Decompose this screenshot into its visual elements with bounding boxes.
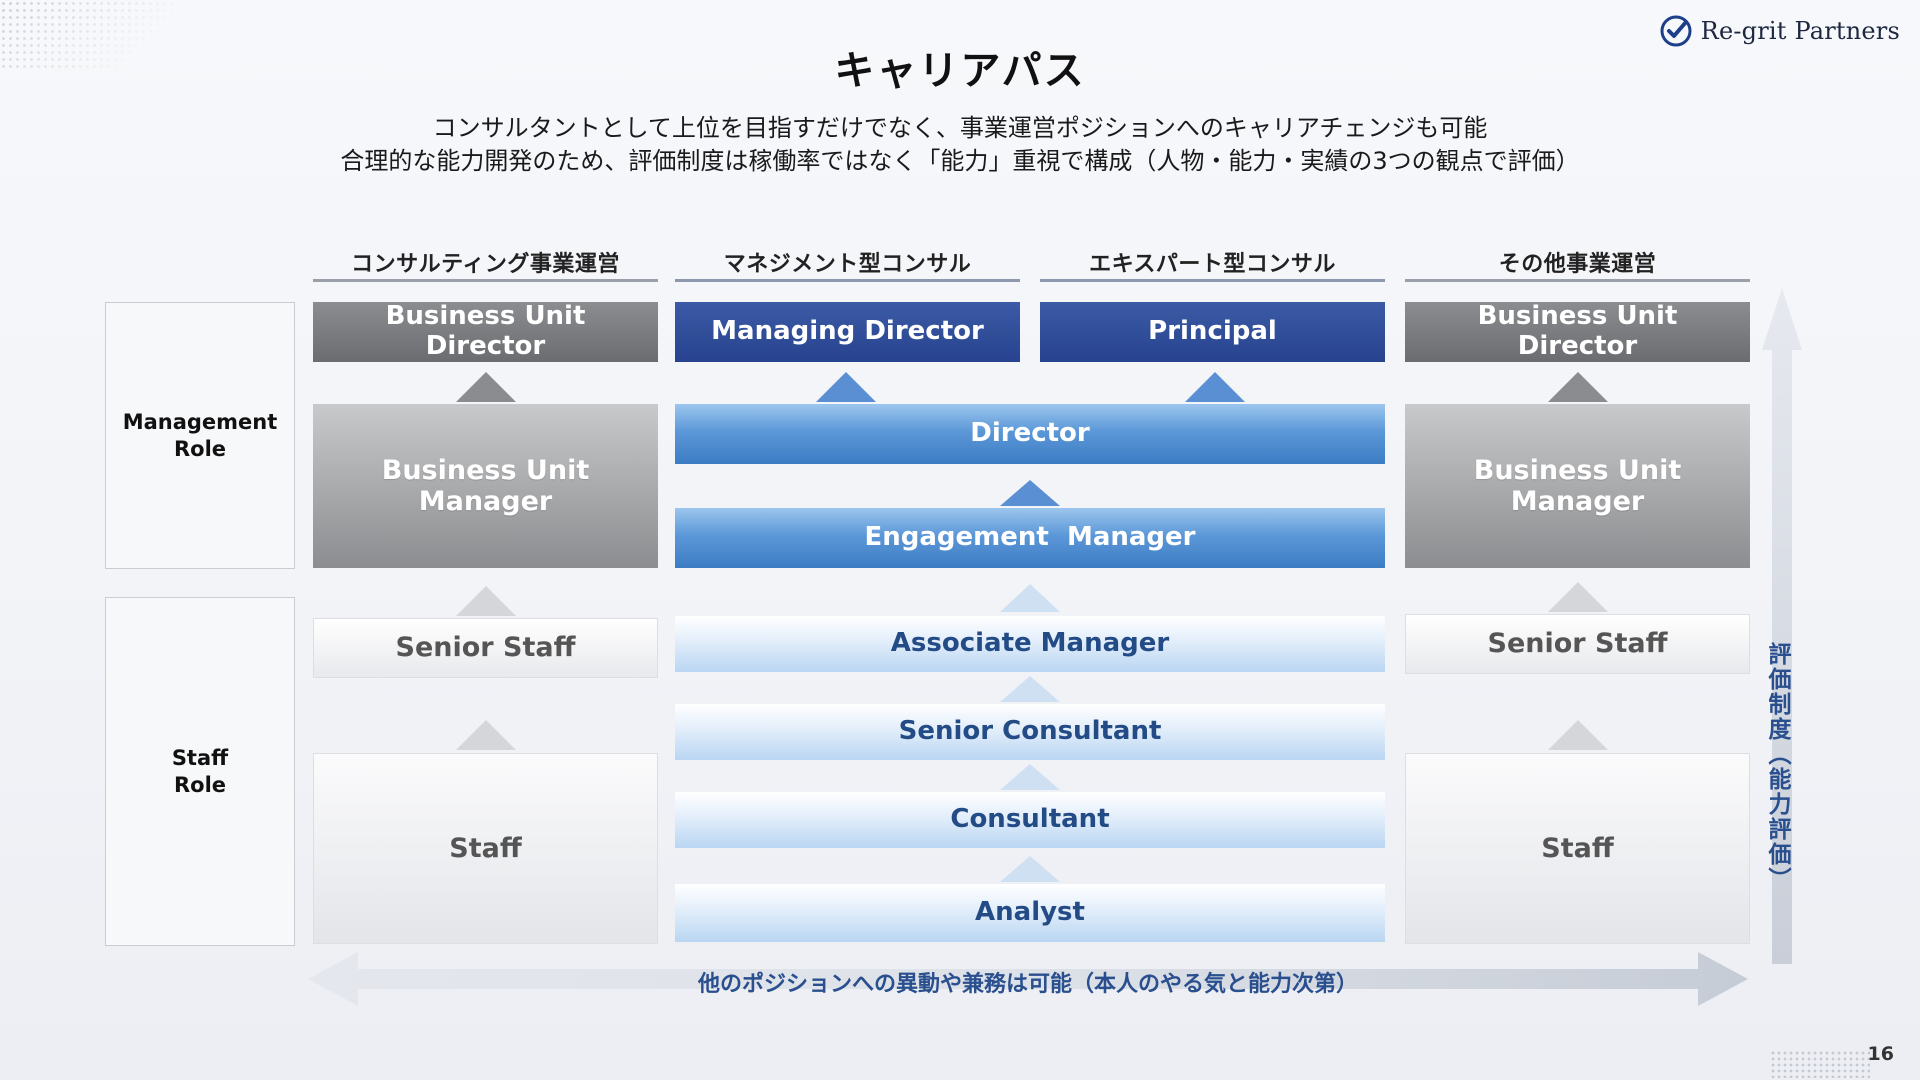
business-unit-manager-right: Business Unit Manager xyxy=(1405,404,1750,568)
vertical-up-arrow xyxy=(1762,288,1802,964)
column-heading-consulting-ops: コンサルティング事業運営 xyxy=(313,246,658,282)
evaluation-axis-label: 評価制度（能力評価） xyxy=(1764,642,1790,892)
director: Director xyxy=(675,404,1385,464)
consultant: Consultant xyxy=(675,792,1385,848)
business-unit-director-left: Business Unit Director xyxy=(313,301,658,362)
senior-staff-left: Senior Staff xyxy=(313,618,658,678)
engagement-manager: Engagement Manager xyxy=(675,508,1385,568)
senior-staff-right: Senior Staff xyxy=(1405,614,1750,674)
column-heading-label: コンサルティング事業運営 xyxy=(351,252,620,277)
arrow-up-icon xyxy=(1000,764,1060,790)
staff-left: Staff xyxy=(313,753,658,944)
business-unit-director-right: Business Unit Director xyxy=(1405,301,1750,362)
arrow-up-icon xyxy=(1548,720,1608,750)
brand-logo: Re-grit Partners xyxy=(1659,14,1900,48)
page-number: 16 xyxy=(1867,1043,1894,1065)
management-role-box: Management Role xyxy=(105,302,295,569)
column-heading-label: その他事業運営 xyxy=(1498,252,1657,277)
arrow-up-icon xyxy=(1185,372,1245,402)
horizontal-double-arrow xyxy=(308,952,1748,1006)
principal: Principal xyxy=(1040,302,1385,362)
analyst: Analyst xyxy=(675,884,1385,942)
arrow-up-icon xyxy=(1000,676,1060,702)
business-unit-manager-left: Business Unit Manager xyxy=(313,404,658,568)
arrow-up-icon xyxy=(1548,372,1608,402)
check-circle-icon xyxy=(1660,15,1692,47)
senior-consultant: Senior Consultant xyxy=(675,704,1385,760)
subtitle-line-2: 合理的な能力開発のため、評価制度は稼働率ではなく「能力」重視で構成（人物・能力・… xyxy=(340,147,1580,175)
arrow-up-icon xyxy=(816,372,876,402)
page-title: キャリアパス xyxy=(834,48,1086,94)
column-heading-label: エキスパート型コンサル xyxy=(1089,252,1336,277)
decorative-dots xyxy=(1770,1050,1870,1078)
brand-name: Re-grit Partners xyxy=(1700,17,1900,45)
arrow-up-icon xyxy=(1000,480,1060,506)
associate-manager: Associate Manager xyxy=(675,616,1385,672)
column-heading-other-ops: その他事業運営 xyxy=(1405,246,1750,282)
staff-right: Staff xyxy=(1405,753,1750,944)
arrow-up-icon xyxy=(1000,856,1060,882)
arrow-up-icon xyxy=(456,372,516,402)
arrow-up-icon xyxy=(1548,582,1608,612)
column-heading-label: マネジメント型コンサル xyxy=(723,252,972,277)
staff-role-box: Staff Role xyxy=(105,597,295,946)
decorative-dots xyxy=(0,0,175,70)
arrow-up-icon xyxy=(1000,584,1060,612)
managing-director: Managing Director xyxy=(675,302,1020,362)
transfer-note: 他のポジションへの異動や兼務は可能（本人のやる気と能力次第） xyxy=(697,972,1358,997)
arrow-up-icon xyxy=(456,586,516,616)
subtitle-line-1: コンサルタントとして上位を目指すだけでなく、事業運営ポジションへのキャリアチェン… xyxy=(432,114,1488,142)
column-heading-expert-consul: エキスパート型コンサル xyxy=(1040,246,1385,282)
arrow-up-icon xyxy=(456,720,516,750)
column-heading-management-consul: マネジメント型コンサル xyxy=(675,246,1020,282)
